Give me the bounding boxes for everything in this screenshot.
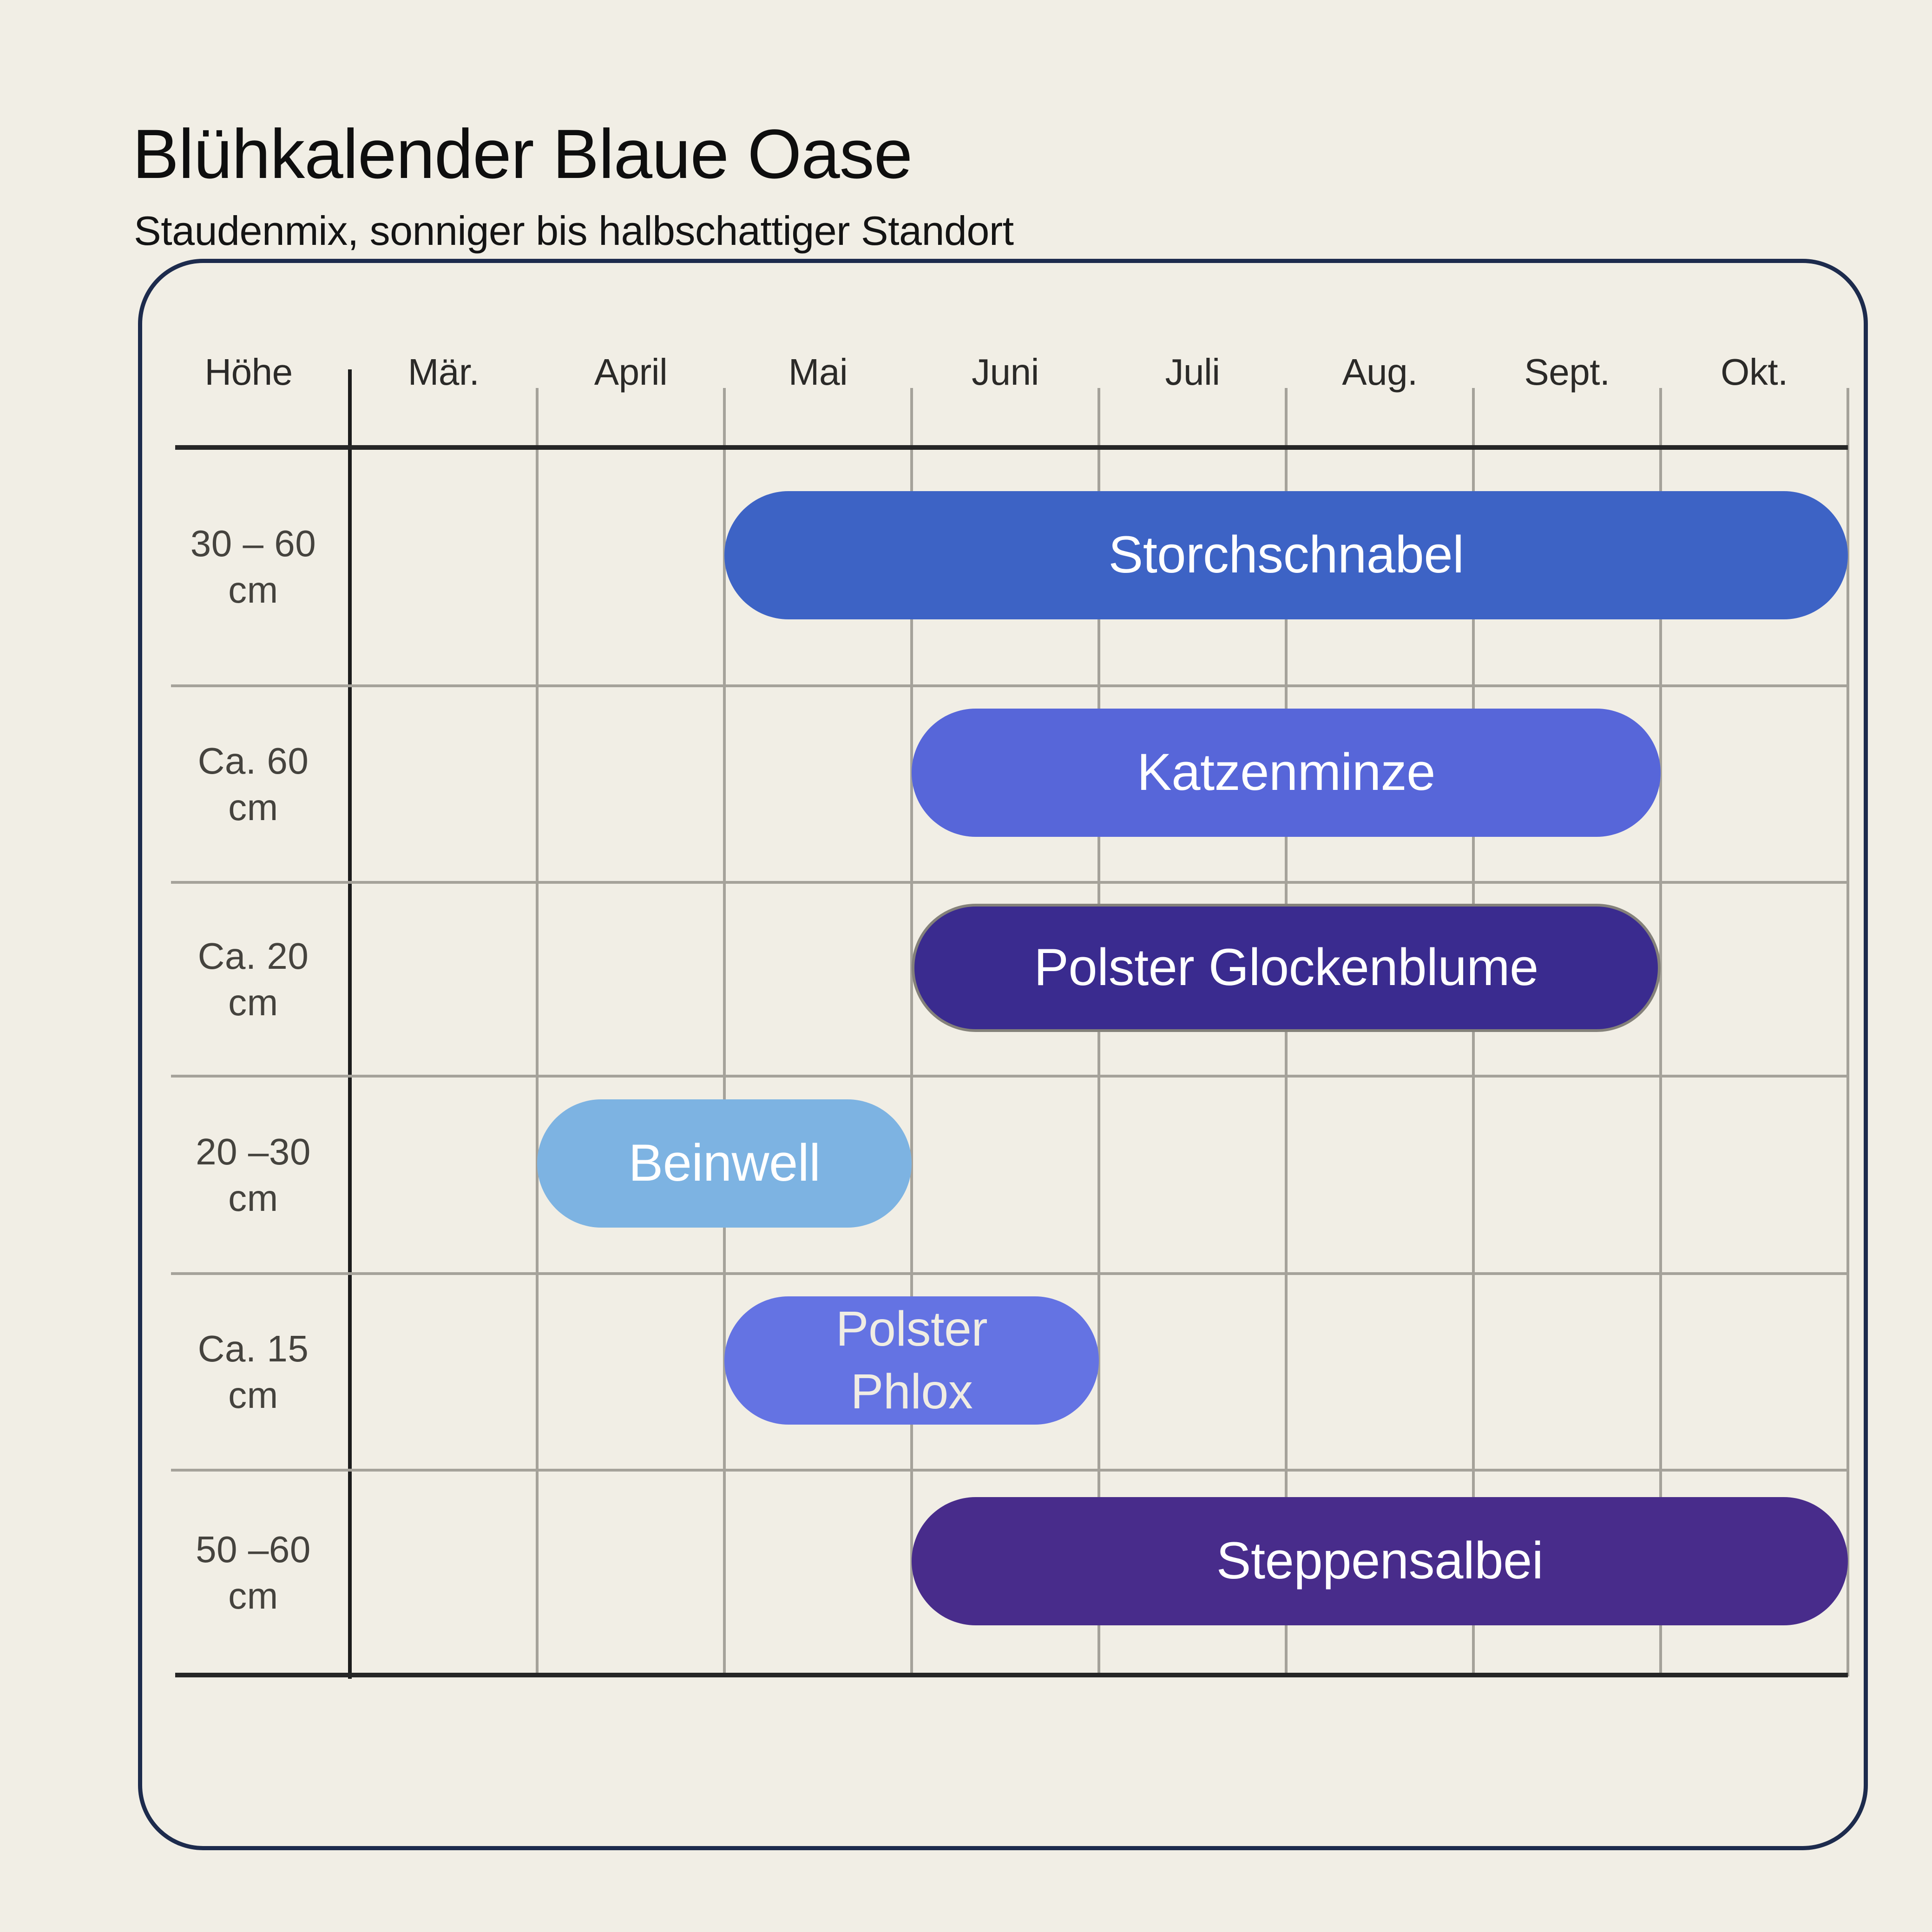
bottom-axis-line [175, 1673, 1848, 1677]
month-gridline [1847, 388, 1849, 1676]
row-height-label: Ca. 60 cm [197, 740, 309, 828]
row-separator [171, 1075, 1848, 1078]
month-label-april: April [594, 351, 668, 393]
page-subtitle: Staudenmix, sonniger bis halbschattiger … [134, 208, 1014, 254]
row-height-label: 50 –60 cm [196, 1528, 311, 1617]
month-gridline [1285, 388, 1288, 1676]
row-separator [171, 1272, 1848, 1275]
month-gridline [910, 388, 913, 1676]
month-label-juli: Juli [1165, 351, 1220, 393]
height-column-separator [348, 369, 352, 1679]
row-separator [171, 1469, 1848, 1472]
row-height-label: Ca. 15 cm [197, 1327, 309, 1416]
bloom-bar-polster-phlox: Polster Phlox [724, 1296, 1099, 1425]
bloom-bar-storchschnabel: Storchschnabel [724, 491, 1848, 619]
top-axis-line [175, 445, 1848, 450]
bloom-bar-steppensalbei: Steppensalbei [912, 1497, 1848, 1625]
row-height-label: Ca. 20 cm [197, 935, 309, 1023]
row-separator [171, 881, 1848, 884]
bloom-bar-label: Katzenminze [1137, 743, 1435, 802]
month-label-juni: Juni [972, 351, 1039, 393]
month-gridline [723, 388, 726, 1676]
row-separator [171, 684, 1848, 687]
bloom-bar-label: Steppensalbei [1216, 1531, 1544, 1590]
month-gridline [536, 388, 539, 1676]
bloom-bar-label: Polster Phlox [835, 1301, 988, 1419]
month-gridline [1659, 388, 1662, 1676]
month-label-okt-: Okt. [1721, 351, 1788, 393]
month-label-mai: Mai [788, 351, 848, 393]
month-label-aug-: Aug. [1342, 351, 1418, 393]
bloom-bar-label: Polster Glockenblume [1034, 938, 1538, 997]
month-label-mär-: Mär. [407, 351, 480, 393]
bloom-bar-polster-glockenblume: Polster Glockenblume [912, 903, 1661, 1032]
page-title: Blühkalender Blaue Oase [132, 114, 913, 193]
bloom-bar-label: Beinwell [628, 1134, 821, 1192]
bloom-bar-katzenminze: Katzenminze [912, 708, 1661, 837]
row-height-label: 20 –30 cm [196, 1130, 311, 1219]
bloom-calendar-frame [138, 259, 1868, 1850]
bloom-bar-label: Storchschnabel [1108, 526, 1464, 584]
height-column-header: Höhe [204, 351, 293, 393]
month-label-sept-: Sept. [1524, 351, 1610, 393]
month-gridline [1472, 388, 1475, 1676]
month-gridline [1097, 388, 1100, 1676]
bloom-bar-beinwell: Beinwell [537, 1099, 912, 1228]
row-height-label: 30 – 60 cm [190, 522, 316, 611]
